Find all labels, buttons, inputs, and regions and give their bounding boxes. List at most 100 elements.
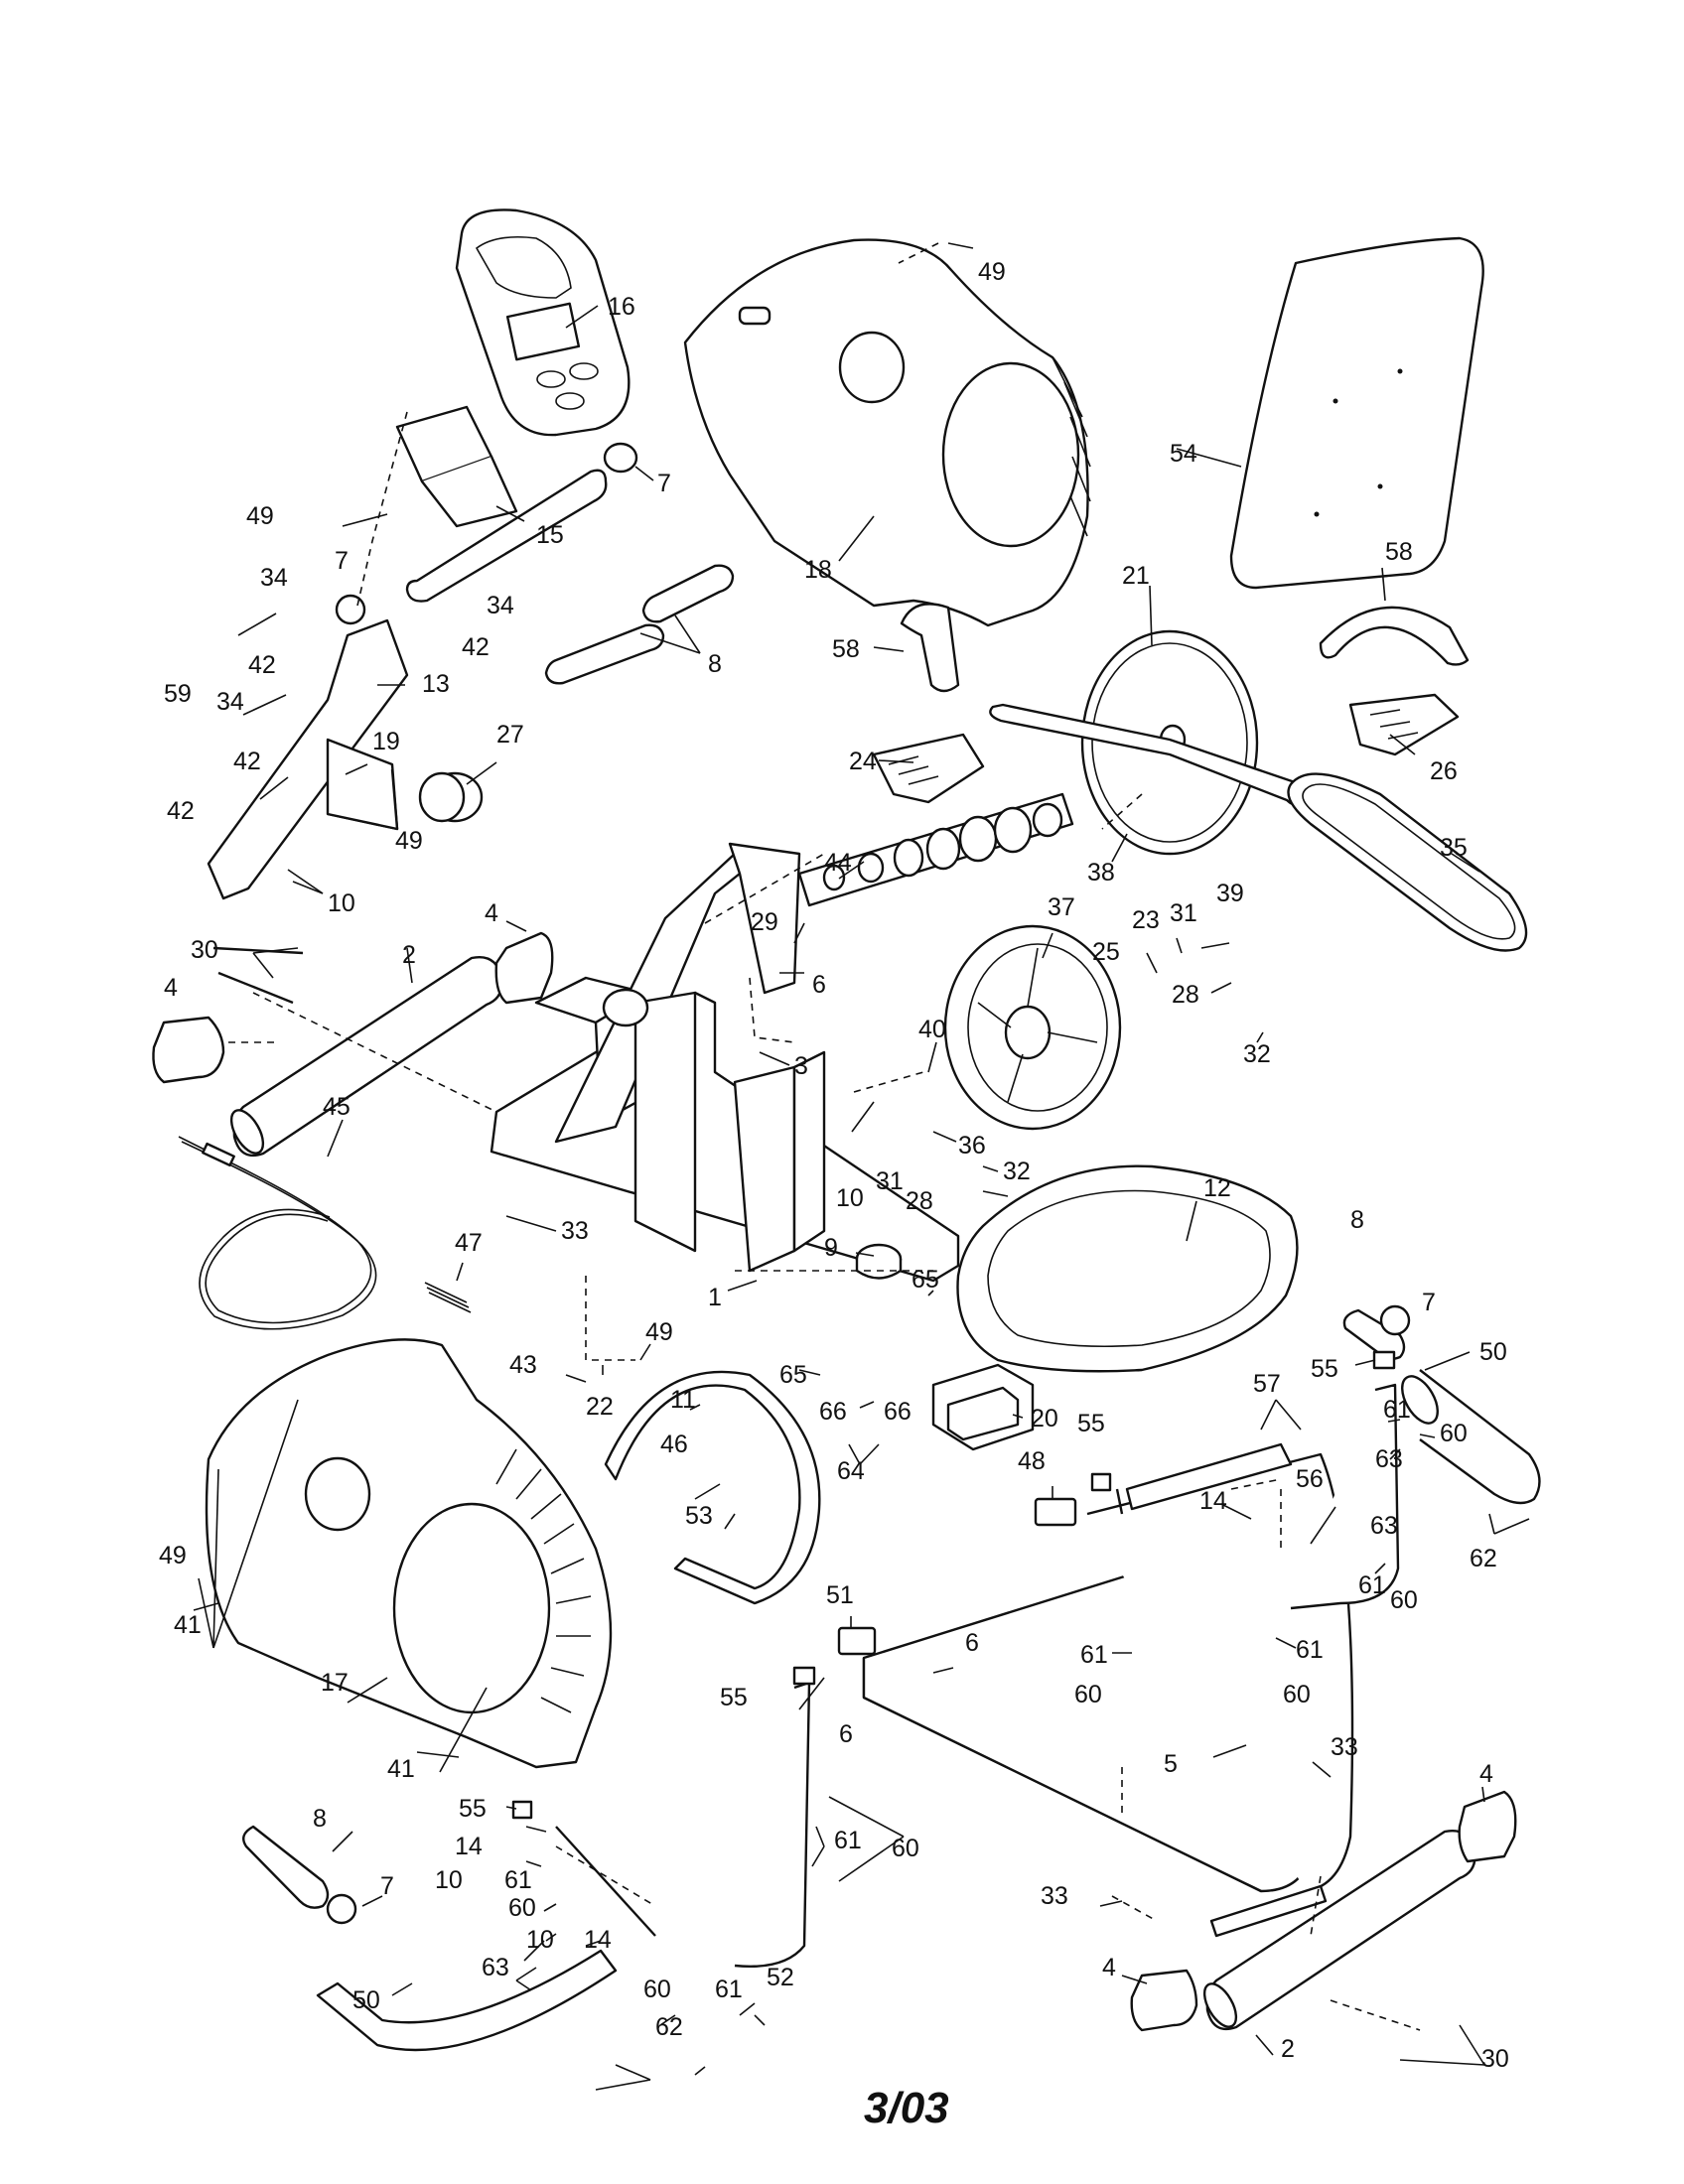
callout-28: 28	[906, 1187, 933, 1215]
callout-32: 32	[1243, 1040, 1271, 1068]
callout-34: 34	[216, 688, 244, 716]
callout-50: 50	[1479, 1338, 1507, 1366]
callout-61: 61	[715, 1976, 743, 2003]
callout-26: 26	[1430, 757, 1458, 785]
callout-10: 10	[435, 1866, 463, 1894]
callout-31: 31	[876, 1167, 904, 1195]
callout-7: 7	[380, 1872, 394, 1900]
callout-65: 65	[912, 1266, 939, 1294]
callout-61: 61	[1358, 1571, 1386, 1599]
part-drive-belt	[1287, 772, 1528, 952]
callout-12: 12	[1203, 1174, 1231, 1202]
callout-34: 34	[260, 564, 288, 592]
callout-38: 38	[1087, 859, 1115, 887]
callout-54: 54	[1170, 440, 1197, 468]
callout-10: 10	[526, 1926, 554, 1954]
callout-9: 9	[824, 1234, 838, 1262]
callout-55: 55	[1311, 1355, 1338, 1383]
callout-53: 56	[1296, 1465, 1324, 1493]
callout-49: 49	[246, 502, 274, 530]
callout-61: 61	[504, 1866, 532, 1894]
callout-62: 62	[1470, 1545, 1497, 1572]
callout-28: 28	[1172, 981, 1199, 1009]
callout-37: 37	[1048, 893, 1075, 921]
part-seat-carriage	[931, 1363, 1035, 1451]
callout-62: 62	[655, 2013, 683, 2041]
callout-61: 61	[1383, 1396, 1411, 1424]
callout-45: 45	[323, 1093, 351, 1121]
part-pedal-straps	[900, 603, 1470, 693]
callout-4: 4	[1479, 1760, 1493, 1788]
part-seat	[956, 1164, 1299, 1373]
part-right-shroud	[683, 238, 1091, 627]
callout-24: 24	[849, 748, 877, 775]
callout-7: 7	[1422, 1289, 1436, 1316]
part-spring	[424, 1282, 472, 1313]
callout-29: 29	[751, 908, 778, 936]
part-left-shroud	[205, 1338, 613, 1769]
callout-42: 42	[233, 748, 261, 775]
callout-63: 63	[1375, 1445, 1403, 1473]
part-upper-grips	[335, 442, 735, 685]
callout-61: 61	[834, 1827, 862, 1854]
callout-22: 22	[586, 1393, 614, 1421]
callout-42: 42	[167, 797, 195, 825]
callout-60: 60	[508, 1894, 536, 1922]
callout-57: 57	[1253, 1370, 1281, 1398]
callout-14: 14	[584, 1926, 612, 1954]
callout-55: 55	[1077, 1410, 1105, 1437]
callout-59: 59	[164, 680, 192, 708]
callout-42: 42	[462, 633, 490, 661]
callout-49: 49	[395, 827, 423, 855]
callout-55: 55	[720, 1684, 748, 1711]
callout-6: 6	[839, 1720, 853, 1748]
callout-36: 36	[958, 1132, 986, 1160]
callout-63: 63	[1370, 1512, 1398, 1540]
part-backrest	[1229, 236, 1484, 590]
callout-3: 3	[794, 1052, 808, 1080]
callout-14: 14	[455, 1833, 483, 1860]
callout-34: 34	[487, 592, 514, 619]
callout-6: 6	[965, 1629, 979, 1657]
callout-6: 6	[812, 971, 826, 999]
callout-19: 19	[372, 728, 400, 755]
part-rear-stabilizer	[1130, 1790, 1517, 2032]
callout-40: 40	[918, 1016, 946, 1043]
callout-60: 60	[1283, 1681, 1311, 1708]
callout-43: 43	[509, 1351, 537, 1379]
callout-55: 55	[459, 1795, 487, 1823]
callout-61: 61	[1080, 1641, 1108, 1669]
callout-2: 2	[402, 941, 416, 969]
callout-21: 21	[1122, 562, 1150, 590]
callout-30: 30	[1481, 2045, 1509, 2073]
callout-33: 33	[561, 1217, 589, 1245]
revision-date-mark: 3/03	[864, 2084, 949, 2132]
callout-10: 10	[328, 889, 355, 917]
callout-4: 4	[164, 974, 178, 1002]
part-pads	[511, 1350, 1396, 1820]
part-adjustment-knob	[855, 1243, 903, 1280]
callout-60: 60	[1074, 1681, 1102, 1708]
callout-63: 63	[482, 1954, 509, 1981]
part-console	[395, 208, 631, 528]
callout-35: 35	[1440, 834, 1468, 862]
callout-58: 58	[1385, 538, 1413, 566]
callout-60: 60	[892, 1835, 919, 1862]
callout-20: 20	[1031, 1405, 1058, 1433]
part-rear-frame	[316, 1369, 1541, 2052]
callout-14: 14	[1199, 1487, 1227, 1515]
callout-52: 52	[767, 1964, 794, 1991]
callout-10: 10	[836, 1184, 864, 1212]
part-flywheel	[989, 629, 1313, 856]
callout-47: 47	[455, 1229, 483, 1257]
callout-33: 33	[1041, 1882, 1068, 1910]
callout-46: 46	[660, 1431, 688, 1458]
leader-lines	[193, 242, 1530, 2091]
callout-39: 39	[1216, 880, 1244, 907]
callout-17: 17	[321, 1669, 349, 1697]
callout-61: 61	[1296, 1636, 1324, 1664]
callout-13: 13	[422, 670, 450, 698]
callout-labels: 49 16 7 49 15 18 54 7 34 34 42 42 13 8 5…	[159, 258, 1509, 2132]
callout-48: 53	[685, 1502, 713, 1530]
